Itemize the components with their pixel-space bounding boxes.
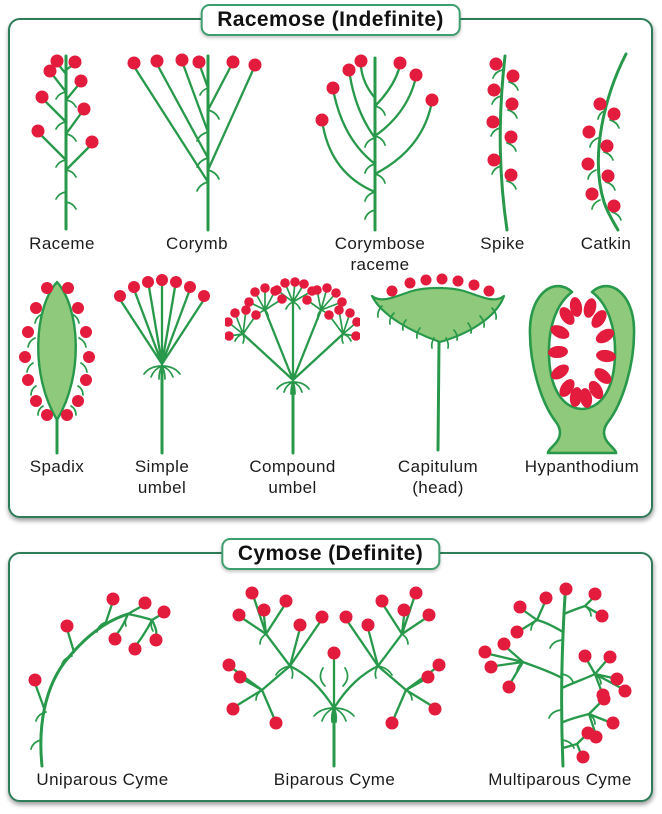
figure-raceme: Raceme <box>12 42 112 254</box>
uniparous-cyme-illustration <box>28 592 171 768</box>
catkin-flowers <box>581 97 621 213</box>
cymose-panel-title: Cymose (Definite) <box>220 538 441 570</box>
figure-label: Multiparous Cyme <box>488 770 632 789</box>
figure-label: Corymbose raceme <box>334 234 426 275</box>
spadix-illustration <box>19 280 95 455</box>
corymbose-raceme-flowers <box>315 54 439 127</box>
figure-multiparous-cyme: Multiparous Cyme <box>465 570 655 790</box>
corymbose-raceme-illustration <box>315 54 439 232</box>
figure-label: Spadix <box>29 457 85 476</box>
uniparous-cyme-flowers <box>28 592 171 687</box>
figure-catkin: Catkin <box>560 42 652 254</box>
figure-label: Simple umbel <box>134 457 190 498</box>
capitulum-flowers <box>386 273 495 297</box>
catkin-illustration <box>581 52 628 232</box>
compound-umbel-illustration <box>225 277 360 455</box>
simple-umbel-illustration <box>114 274 210 455</box>
figure-label: Biparous Cyme <box>273 770 396 789</box>
figure-uniparous-cyme: Uniparous Cyme <box>10 570 195 790</box>
multiparous-cyme-flowers <box>478 582 632 764</box>
figure-label: Raceme <box>29 234 95 253</box>
capitulum-illustration <box>370 273 506 452</box>
hypanthodium-flowers <box>548 297 616 408</box>
simple-umbel-flowers <box>114 274 210 302</box>
compound-umbel-flowers <box>225 277 360 341</box>
figure-simple-umbel: Simple umbel <box>112 270 212 499</box>
raceme-illustration <box>31 54 99 231</box>
racemose-panel-title: Racemose (Indefinite) <box>200 4 461 36</box>
figure-compound-umbel: Compound umbel <box>225 270 360 499</box>
figure-corymbose-raceme: Corymbose raceme <box>300 42 460 276</box>
figure-capitulum: Capitulum (head) <box>368 270 508 499</box>
biparous-cyme-illustration <box>222 586 446 768</box>
figure-label: Compound umbel <box>249 457 336 498</box>
multiparous-cyme-illustration <box>478 582 632 768</box>
hypanthodium-illustration <box>528 284 636 455</box>
racemose-panel: Racemose (Indefinite) Raceme <box>8 4 653 518</box>
spike-illustration <box>486 54 520 232</box>
figure-label: Catkin <box>580 234 632 253</box>
biparous-cyme-flowers <box>222 586 446 730</box>
figure-label: Hypanthodium <box>524 457 640 476</box>
figure-corymb: Corymb <box>122 42 272 254</box>
figure-label: Spike <box>480 234 525 253</box>
figure-label: Uniparous Cyme <box>36 770 169 789</box>
figure-biparous-cyme: Biparous Cyme <box>222 570 447 790</box>
figure-hypanthodium: Hypanthodium <box>518 270 646 477</box>
figure-spike: Spike <box>465 42 540 254</box>
spadix-flowers <box>19 282 95 421</box>
figure-label: Corymb <box>166 234 228 253</box>
corymb-flowers <box>127 53 262 72</box>
cymose-panel: Cymose (Definite) Uniparous Cyme <box>8 538 655 802</box>
figure-label: Capitulum (head) <box>397 457 479 498</box>
raceme-flowers <box>31 54 99 149</box>
spike-flowers <box>486 57 520 182</box>
corymb-illustration <box>127 53 262 232</box>
figure-spadix: Spadix <box>12 270 102 477</box>
